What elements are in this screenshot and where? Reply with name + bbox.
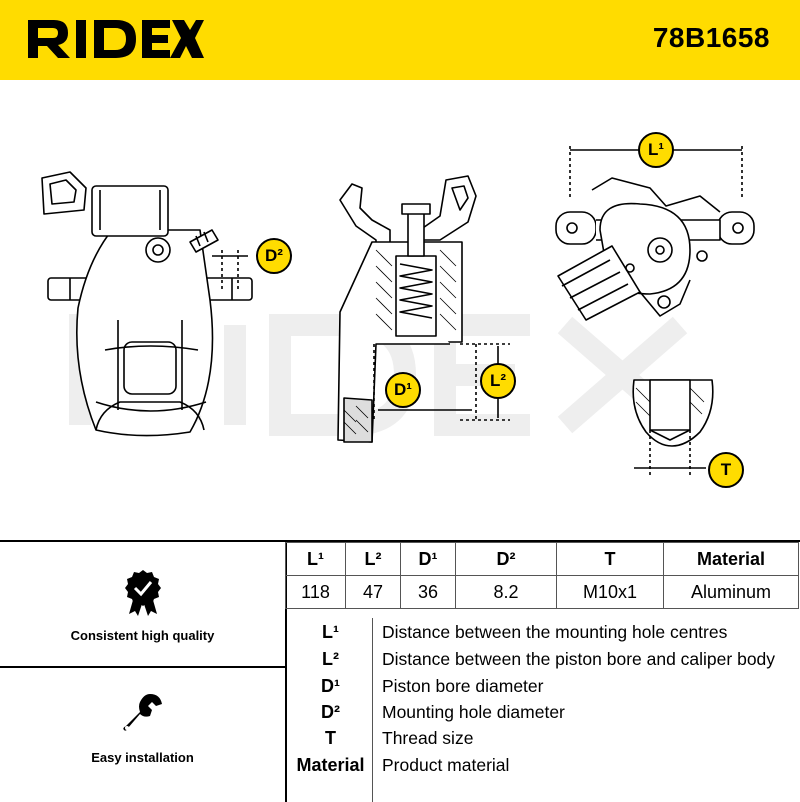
dimension-badge-l2: L² <box>480 363 516 399</box>
spec-table-values: 118 47 36 8.2 M10x1 Aluminum <box>285 575 799 609</box>
spec-value-t: M10x1 <box>556 575 664 609</box>
spec-value-d1: 36 <box>400 575 456 609</box>
legend-key: D² <box>321 702 340 722</box>
spec-value-l2: 47 <box>345 575 401 609</box>
dimension-badge-d1: D¹ <box>385 372 421 408</box>
legend-row: Material Product material <box>287 755 800 781</box>
features-column: Consistent high quality Easy installatio… <box>0 542 287 802</box>
feature-installation: Easy installation <box>0 690 285 765</box>
caliper-drawings <box>41 146 755 476</box>
caliper-front-view <box>41 171 253 437</box>
caliper-section-view <box>337 175 510 443</box>
spec-value-d2: 8.2 <box>455 575 557 609</box>
wrench-icon <box>122 694 162 731</box>
legend-key: Material <box>296 755 365 775</box>
spec-header-t: T <box>556 542 664 576</box>
legend-text: Product material <box>382 755 510 775</box>
technical-drawing: D² D¹ L² L¹ T <box>0 80 800 540</box>
quality-badge-icon <box>124 570 161 616</box>
ridex-logo <box>28 20 204 58</box>
legend-row: L² Distance between the piston bore and … <box>287 649 800 675</box>
spec-header-l2: L² <box>345 542 401 576</box>
legend-text: Piston bore diameter <box>382 676 544 696</box>
feature-label-quality: Consistent high quality <box>70 628 215 643</box>
thread-detail-view <box>632 379 714 476</box>
legend-key: T <box>325 728 336 748</box>
legend-text: Thread size <box>382 728 474 748</box>
legend-text: Mounting hole diameter <box>382 702 565 722</box>
spec-section: Consistent high quality Easy installatio… <box>0 540 800 802</box>
legend-row: D² Mounting hole diameter <box>287 702 800 728</box>
legend-row: T Thread size <box>287 728 800 754</box>
legend-key: L¹ <box>322 622 339 642</box>
legend-text: Distance between the piston bore and cal… <box>382 649 776 669</box>
spec-header-l1: L¹ <box>285 542 346 576</box>
spec-value-l1: 118 <box>285 575 346 609</box>
legend-key: L² <box>322 649 339 669</box>
spec-header-material: Material <box>663 542 799 576</box>
caliper-top-view <box>555 146 755 321</box>
features-divider <box>0 666 285 668</box>
legend-divider <box>372 618 373 802</box>
feature-quality: Consistent high quality <box>0 568 285 643</box>
spec-value-material: Aluminum <box>663 575 799 609</box>
header-bar: 78B1658 <box>0 0 800 80</box>
part-number: 78B1658 <box>652 22 770 53</box>
legend-key: D¹ <box>321 676 340 696</box>
dimension-badge-d2: D² <box>256 238 292 274</box>
legend-row: D¹ Piston bore diameter <box>287 676 800 702</box>
legend-text: Distance between the mounting hole centr… <box>382 622 728 642</box>
spec-table-header: L¹ L² D¹ D² T Material <box>285 542 799 576</box>
legend-row: L¹ Distance between the mounting hole ce… <box>287 622 800 648</box>
spec-header-d2: D² <box>455 542 557 576</box>
dimension-badge-l1: L¹ <box>638 132 674 168</box>
spec-table: L¹ L² D¹ D² T Material 118 47 36 8.2 M10… <box>285 542 799 609</box>
feature-label-installation: Easy installation <box>91 750 194 765</box>
dimension-badge-t: T <box>708 452 744 488</box>
spec-header-d1: D¹ <box>400 542 456 576</box>
